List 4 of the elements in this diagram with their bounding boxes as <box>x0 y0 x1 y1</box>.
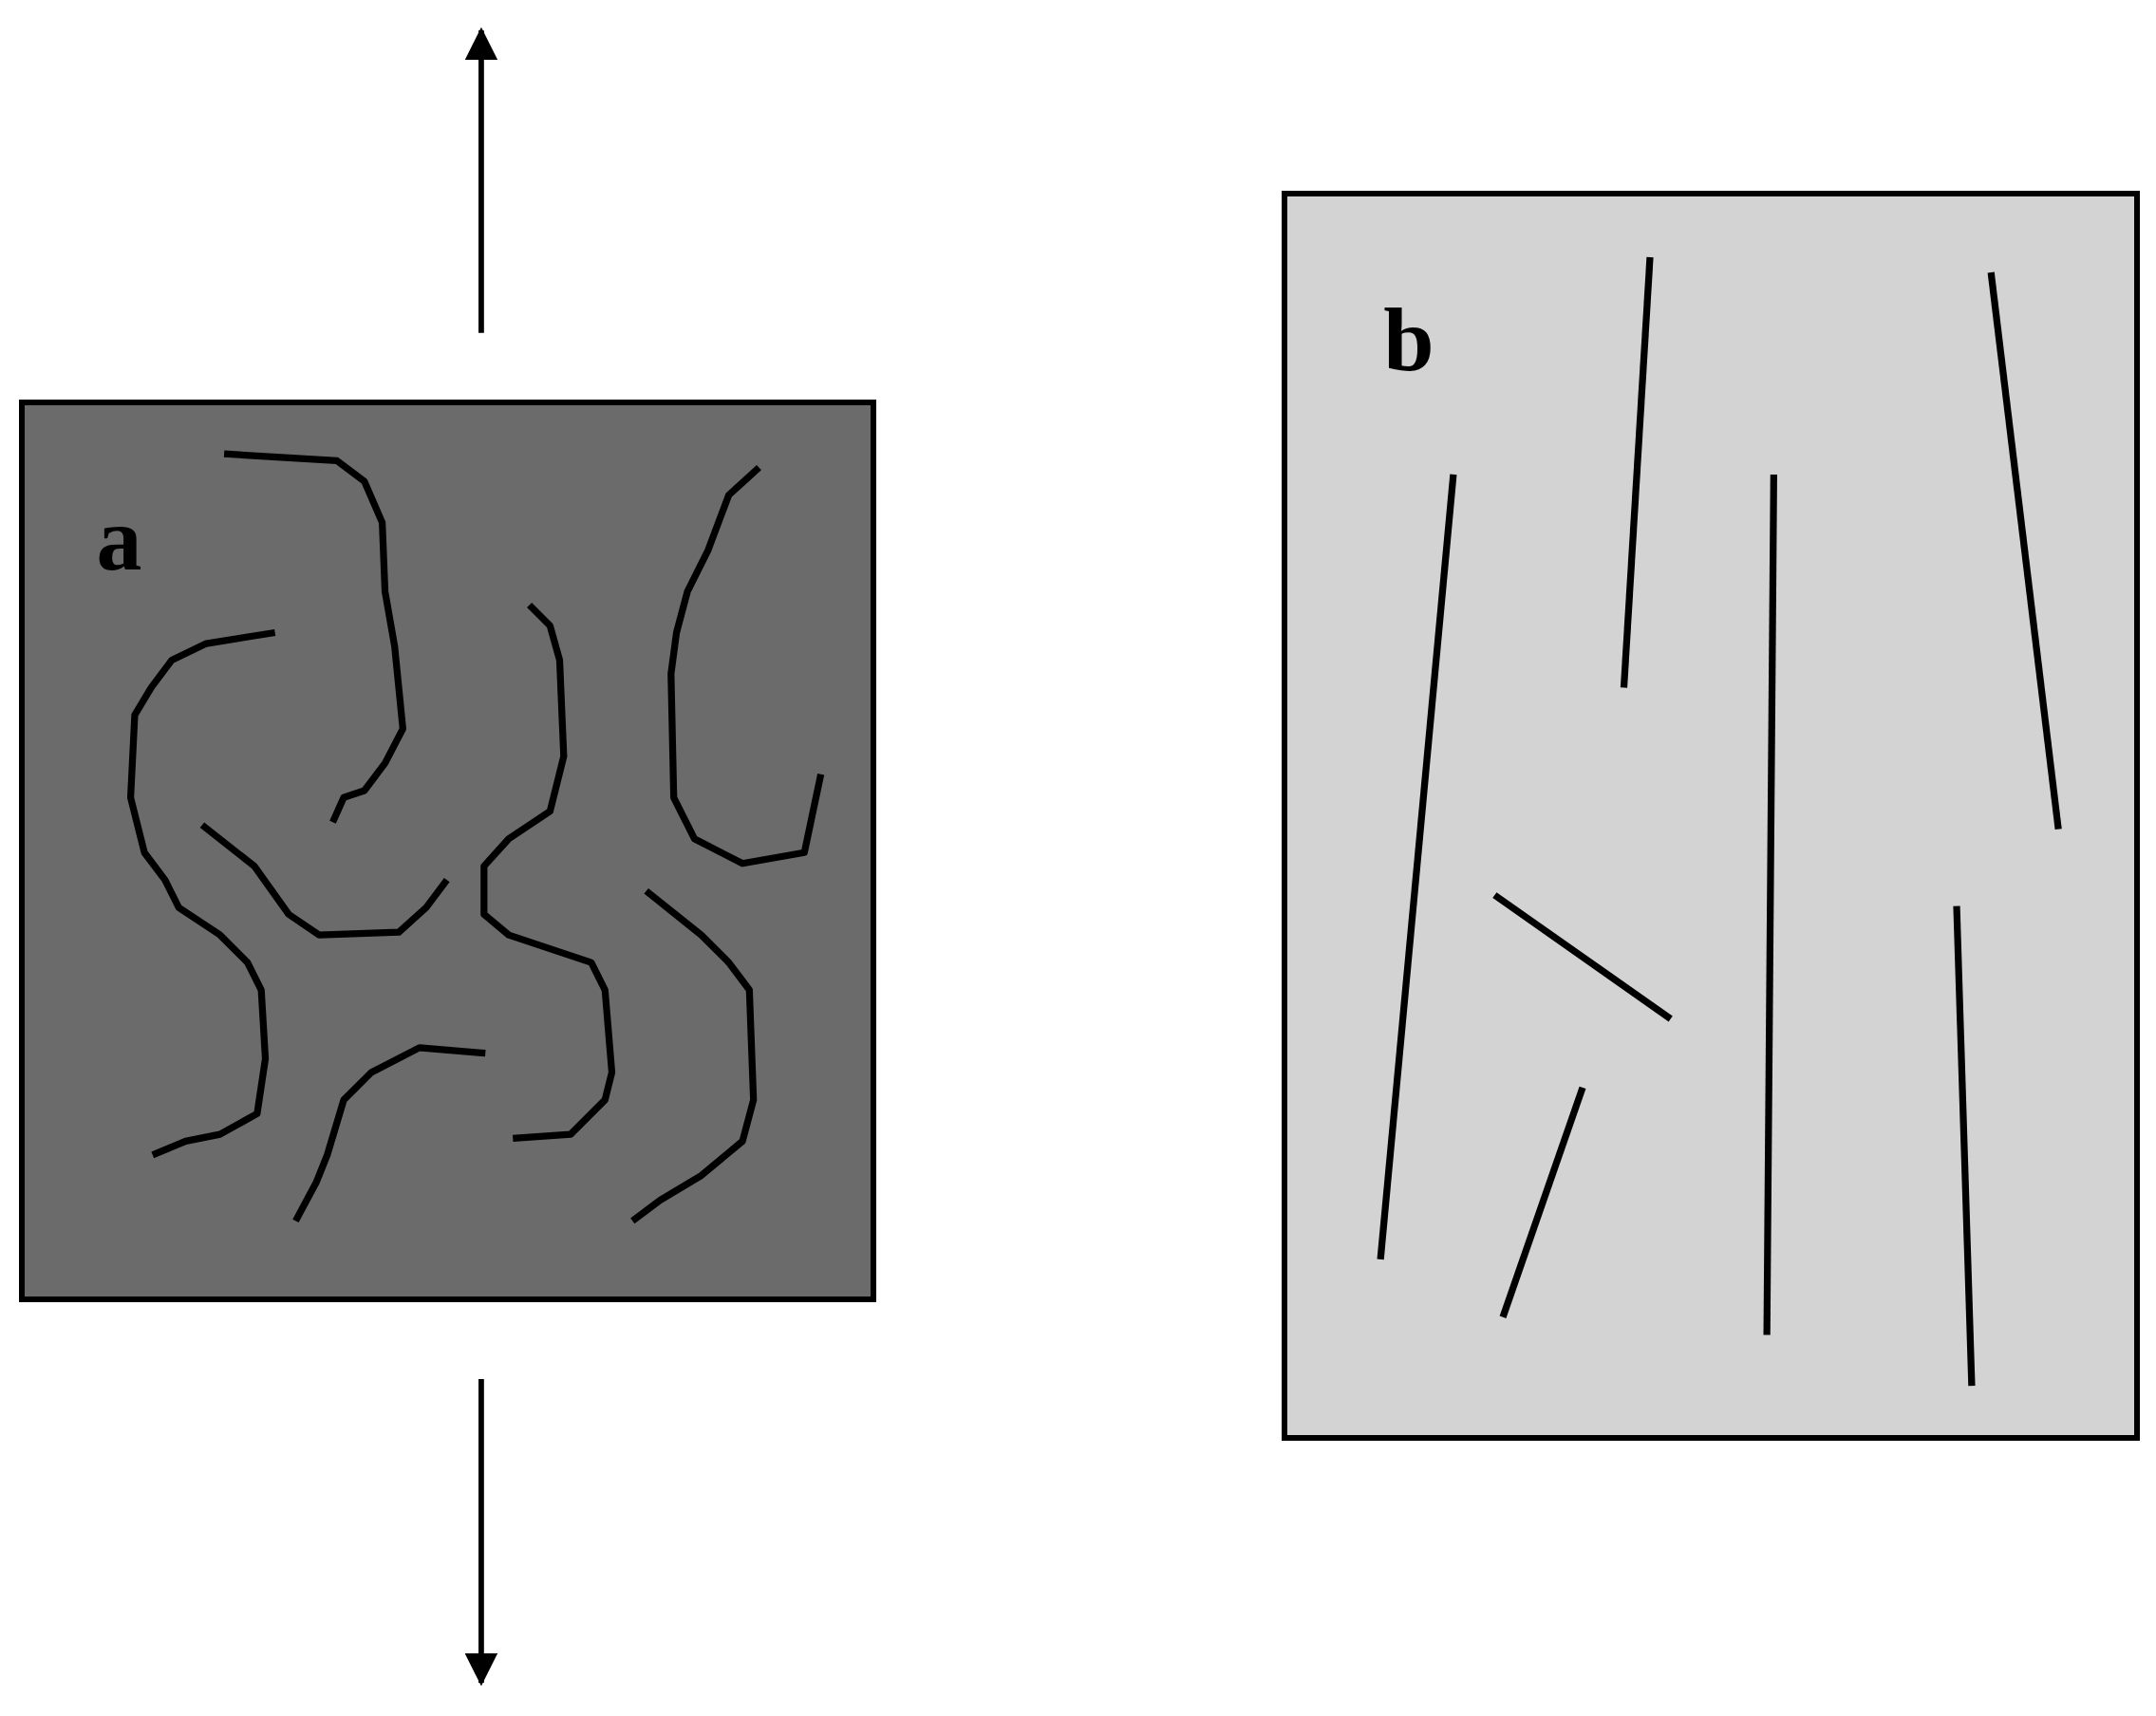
sample-panel <box>1281 191 2140 1441</box>
sample-panel <box>19 400 876 1302</box>
panel-letter: a <box>96 494 142 586</box>
panel-letter: b <box>1383 294 1434 386</box>
